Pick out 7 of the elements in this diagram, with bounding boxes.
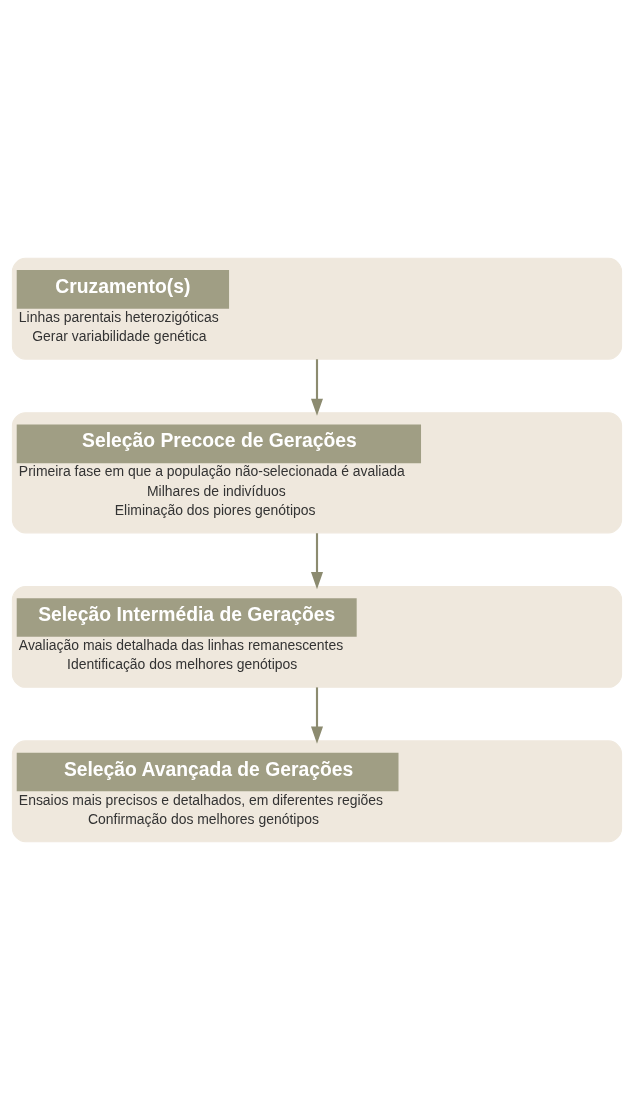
node-box: Seleção Intermédia de Gerações Avaliação mais detalhada das linhas remanescentes Identificação dos melhores genótipos xyxy=(11,585,623,688)
node-box: Seleção Avançada de Gerações Ensaios mais precisos e detalhados, em diferentes regiões Confirmação dos melhores genótipos xyxy=(11,739,623,842)
node-box: Cruzamento(s) Linhas parentais heterozigóticas Gerar variabilidade genética xyxy=(11,257,623,360)
arrow xyxy=(311,358,323,416)
arrow xyxy=(311,532,323,589)
arrow xyxy=(311,686,323,744)
node-box: Seleção Precoce de Gerações Primeira fase em que a população não-selecionada é avaliada Milhares de indivíduos Eliminação dos piores genótipos xyxy=(11,411,623,533)
